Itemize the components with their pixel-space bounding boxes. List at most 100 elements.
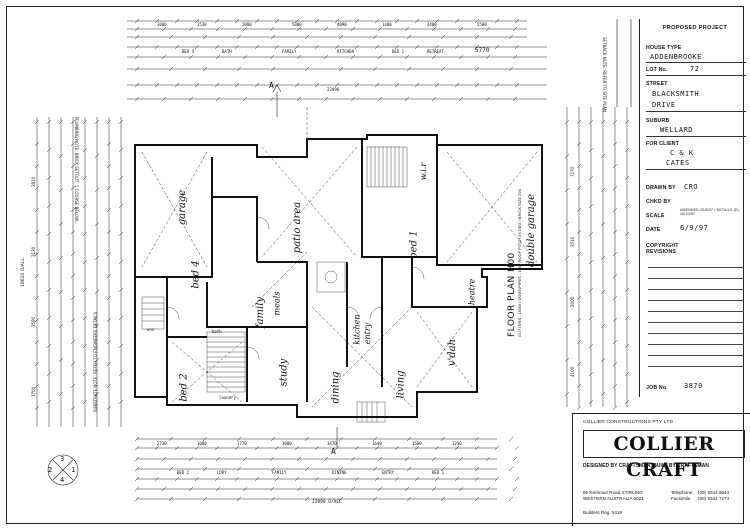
dimension-tick (294, 18, 300, 24)
client-line1: C & K (670, 149, 694, 157)
dimension-tick (374, 44, 380, 50)
dimension-tick (440, 66, 446, 72)
dimension-tick (588, 203, 594, 209)
room-family: family (255, 296, 267, 329)
revisions-label: REVISIONS (646, 249, 677, 255)
dimension-tick (323, 456, 329, 462)
dimension-tick (564, 153, 570, 159)
dimension-tick (34, 229, 40, 235)
dimension-tick (431, 26, 437, 32)
top-room-label: BATH (222, 49, 232, 54)
street-label: STREET (646, 81, 668, 87)
dimension-tick (46, 315, 52, 321)
dimension-tick (46, 371, 52, 377)
dimension-tick (458, 54, 464, 60)
dimension-tick (234, 18, 240, 24)
dimension-tick (94, 153, 100, 159)
dimension-tick (34, 163, 40, 169)
dimension-tick (106, 295, 112, 301)
dimension-tick (576, 295, 582, 301)
dimension-tick (242, 486, 248, 492)
dimension-tick (270, 496, 276, 502)
dimension-tick (576, 229, 582, 235)
dimension-tick (254, 476, 260, 482)
dimension-tick (294, 445, 300, 451)
phone-value: (08) 9344 6644 (698, 490, 730, 495)
dimension-tick (194, 18, 200, 24)
dimension-tick (612, 361, 618, 367)
dimension-tick (46, 119, 52, 125)
dimension-tick (270, 466, 276, 472)
overall-dim-bottom: 22890 O/ALL (312, 500, 342, 505)
dimension-tick (458, 456, 464, 462)
dimension-tick (474, 436, 480, 442)
dimension-tick (214, 476, 220, 482)
dimension-tick (46, 147, 52, 153)
dimension-tick (612, 229, 618, 235)
dimension-tick (440, 34, 446, 40)
dimension-tick (118, 343, 124, 349)
room-laundry: laundry (219, 395, 236, 400)
dimension-tick (374, 82, 380, 88)
dimension-tick (474, 476, 480, 482)
dimension-tick (106, 207, 112, 213)
dim-top: 1400 (382, 22, 392, 27)
dimension-tick (215, 486, 221, 492)
substrate-note: SUBSTRATE NOTE: REFER TO ENGINEERS DETAI… (93, 311, 98, 412)
dimension-tick (624, 371, 630, 377)
dimension-tick (134, 456, 140, 462)
room-bed1: bed 1 (408, 230, 420, 259)
room-entry: entry (363, 322, 373, 345)
dimension-tick (454, 44, 460, 50)
dimension-tick (576, 251, 582, 257)
dimension-tick (270, 34, 276, 40)
dimension-tick (323, 54, 329, 60)
dimension-tick (434, 445, 440, 451)
dimension-tick (254, 18, 260, 24)
dimension-tick (274, 18, 280, 24)
dimension-tick (514, 18, 520, 24)
dimension-tick (254, 445, 260, 451)
dim-bottom: 1500 (412, 441, 422, 446)
dimension-tick (118, 231, 124, 237)
dimension-tick (406, 466, 412, 472)
dim-top: 4090 (337, 22, 347, 27)
dimension-tick (118, 315, 124, 321)
dimension-tick (612, 339, 618, 345)
dimension-tick (82, 287, 88, 293)
dimension-tick (474, 34, 480, 40)
top-room-label: FAMILY (282, 49, 297, 54)
dim-top: 2400 (427, 22, 437, 27)
bottom-room-label: DINING (332, 470, 347, 475)
dimension-tick (118, 119, 124, 125)
chkd-label: CHKD BY (646, 199, 672, 205)
dimension-tick (414, 82, 420, 88)
dimension-tick (70, 317, 76, 323)
dimension-tick (588, 147, 594, 153)
dimension-tick (168, 34, 174, 40)
dimension-tick (106, 339, 112, 345)
dimension-tick (94, 221, 100, 227)
dimension-tick (485, 26, 491, 32)
dimension-tick (46, 203, 52, 209)
dimension-tick (314, 44, 320, 50)
dimension-tick (34, 405, 40, 411)
dimension-tick (564, 323, 570, 329)
top-room-label: KITCHEN (337, 49, 354, 54)
dimension-tick (588, 371, 594, 377)
dimension-tick (70, 295, 76, 301)
floor-plan-drawing (34, 18, 632, 502)
room-wir: w.i.r (419, 162, 429, 181)
dimension-tick (338, 496, 344, 502)
dimension-tick (194, 82, 200, 88)
dimension-tick (254, 44, 260, 50)
dimension-tick (394, 476, 400, 482)
job-value: 3870 (684, 382, 703, 390)
dimension-tick (394, 82, 400, 88)
section-mark-top: A (269, 81, 274, 90)
bottom-room-label: FAMILY (272, 470, 287, 475)
dimension-tick (624, 231, 630, 237)
bottom-room-label: ENTRY (382, 470, 395, 475)
dimension-tick (134, 496, 140, 502)
dimension-tick (134, 34, 140, 40)
